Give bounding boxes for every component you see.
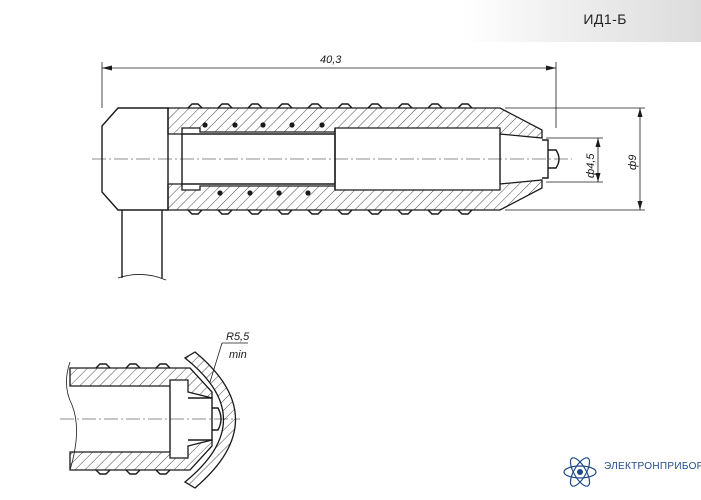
detail-break — [66, 361, 77, 471]
detail-tip-sleeve — [188, 397, 213, 441]
main-view: 40,3 ф4,5 — [92, 54, 645, 281]
tip-sleeve — [542, 139, 549, 179]
atom-icon — [563, 457, 597, 487]
model-title: ИД1-Б — [583, 11, 627, 27]
title-bar: ИД1-Б — [0, 0, 701, 42]
arrow-right — [546, 65, 556, 71]
lower-grooves — [187, 209, 473, 215]
d9-arrow-bottom — [637, 201, 643, 210]
spring — [202, 122, 325, 196]
d45-arrow-top — [595, 138, 601, 147]
detail-view: R5,5 min — [60, 331, 250, 489]
detail-lower-wall — [69, 439, 213, 471]
detail-upper-wall — [69, 367, 213, 399]
brand-logo — [563, 457, 597, 487]
d9-arrow-top — [637, 108, 643, 117]
cable — [121, 210, 163, 278]
arrow-left — [102, 65, 112, 71]
radius-leader — [209, 342, 223, 383]
tip-diameter-text: ф4,5 — [585, 153, 597, 178]
d45-arrow-bottom — [595, 173, 601, 182]
detail-lower-grooves — [95, 469, 171, 475]
radius-note-text: min — [229, 349, 247, 361]
length-dim-text: 40,3 — [320, 54, 342, 66]
brand-name: ЭЛЕКТРОНПРИБОР — [604, 461, 701, 472]
detail-upper-grooves — [95, 363, 171, 369]
contact-surface — [183, 351, 237, 489]
radius-text: R5,5 — [226, 331, 250, 343]
cable-break — [117, 274, 167, 281]
body-diameter-text: ф9 — [627, 155, 639, 170]
upper-grooves — [187, 103, 473, 109]
